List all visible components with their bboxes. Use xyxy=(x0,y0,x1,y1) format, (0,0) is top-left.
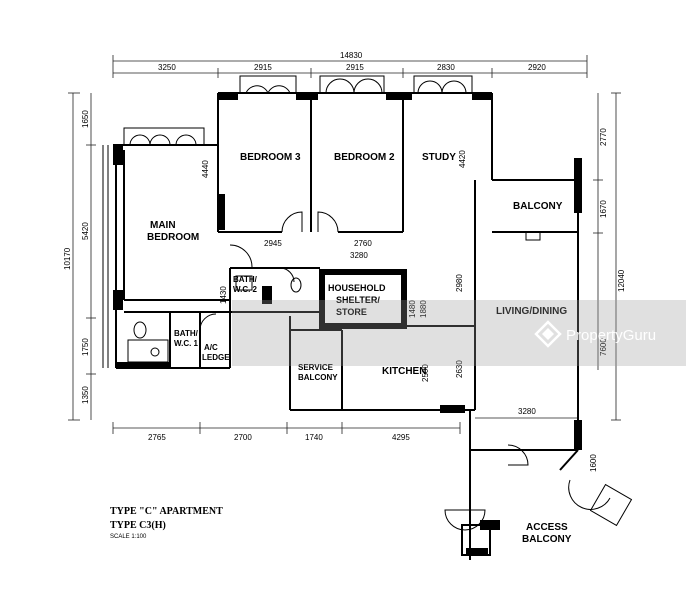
dim-shelter-d2: 1880 xyxy=(419,300,428,318)
label-bath-wc-1-line2: W.C. 1 xyxy=(174,339,199,348)
dim-left-4: 1350 xyxy=(81,386,90,404)
dim-bottom-1: 2765 xyxy=(148,433,166,442)
label-bath-wc-2-line1: BATH/ xyxy=(233,275,258,284)
label-bath-wc-2-line2: W.C. 2 xyxy=(233,285,258,294)
legend-type-line1: TYPE "C" APARTMENT xyxy=(110,506,223,517)
dim-bottom-4: 4295 xyxy=(392,433,410,442)
label-living-dining: LIVING/DINING xyxy=(496,306,567,317)
label-bedroom-3: BEDROOM 3 xyxy=(240,152,301,163)
dim-top-3: 2915 xyxy=(346,63,364,72)
dim-right-1: 2770 xyxy=(599,128,608,146)
dimension-lines xyxy=(68,55,621,434)
label-study: STUDY xyxy=(422,152,456,163)
label-household-line2: SHELTER/ xyxy=(336,295,380,305)
label-household-line1: HOUSEHOLD xyxy=(328,283,386,293)
dim-right-2: 1670 xyxy=(599,200,608,218)
dim-hall-2945: 2945 xyxy=(264,239,282,248)
label-ac-ledge-line1: A/C xyxy=(204,343,218,352)
dim-right-4: 7600 xyxy=(599,338,608,356)
label-kitchen: KITCHEN xyxy=(382,366,426,377)
dim-top-2: 2915 xyxy=(254,63,272,72)
legend-type-line2: TYPE C3(H) xyxy=(110,520,166,531)
windows xyxy=(102,75,473,368)
dim-top-1: 3250 xyxy=(158,63,176,72)
dimension-labels: 14830 3250 2915 2915 2830 2920 2765 2700… xyxy=(63,51,626,472)
label-bedroom-2: BEDROOM 2 xyxy=(334,152,395,163)
household-shelter-walls xyxy=(319,269,407,329)
legend-scale: SCALE 1:100 xyxy=(110,534,147,540)
label-access-balcony-line1: ACCESS xyxy=(526,522,568,533)
dim-access-1600: 1600 xyxy=(589,454,598,472)
dim-shelter-d1: 1480 xyxy=(408,300,417,318)
dim-bedroom-depth: 4440 xyxy=(201,160,210,178)
dim-top-4: 2830 xyxy=(437,63,455,72)
doors xyxy=(199,211,633,531)
dim-bottom-3: 1740 xyxy=(305,433,323,442)
propertyguru-logo-icon xyxy=(534,320,562,348)
dim-left-2: 5420 xyxy=(81,222,90,240)
dim-wc2-depth: 1430 xyxy=(219,286,228,304)
label-bath-wc-1-line1: BATH/ xyxy=(174,329,199,338)
dim-right-3: 12040 xyxy=(617,269,626,292)
dim-living-width: 3280 xyxy=(518,407,536,416)
label-access-balcony-line2: BALCONY xyxy=(522,534,572,545)
room-labels: BEDROOM 3 BEDROOM 2 STUDY MAIN BEDROOM B… xyxy=(147,152,572,545)
label-main-bedroom-line2: BEDROOM xyxy=(147,232,199,243)
dim-left-3: 1750 xyxy=(81,338,90,356)
dim-kitchen-2500: 2500 xyxy=(421,364,430,382)
structural-columns xyxy=(113,93,582,556)
watermark-brand: PropertyGuru xyxy=(566,327,656,344)
dim-left-1: 1650 xyxy=(81,110,90,128)
dim-kitchen-2630: 2630 xyxy=(455,360,464,378)
plan-legend: TYPE "C" APARTMENT TYPE C3(H) SCALE 1:10… xyxy=(110,506,223,540)
label-balcony: BALCONY xyxy=(513,201,563,212)
dim-hall-2760: 2760 xyxy=(354,239,372,248)
dim-living-2980: 2980 xyxy=(455,274,464,292)
dim-shelter-width: 3280 xyxy=(350,251,368,260)
dim-top-5: 2920 xyxy=(528,63,546,72)
label-ac-ledge-line2: LEDGE xyxy=(202,353,230,362)
dim-overall-width: 14830 xyxy=(340,51,363,60)
label-service-balcony-line1: SERVICE xyxy=(298,363,334,372)
label-main-bedroom-line1: MAIN xyxy=(150,220,176,231)
fixtures xyxy=(127,231,541,363)
dim-bottom-2: 2700 xyxy=(234,433,252,442)
propertyguru-watermark: PropertyGuru xyxy=(232,300,686,366)
label-service-balcony-line2: BALCONY xyxy=(298,373,338,382)
label-household-line3: STORE xyxy=(336,307,367,317)
dim-left-overall: 10170 xyxy=(63,247,72,270)
dim-study-depth: 4420 xyxy=(458,150,467,168)
